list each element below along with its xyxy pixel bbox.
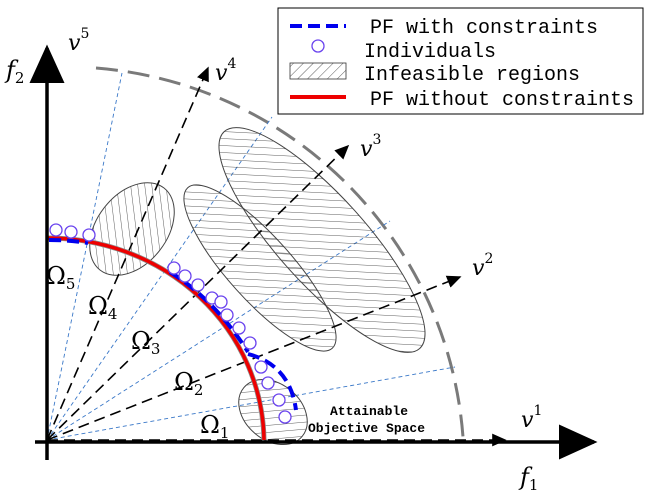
- individual-point: [243, 336, 257, 350]
- individual-point: [254, 360, 268, 374]
- legend: PF with constraints Individuals Infeasib…: [277, 7, 644, 115]
- individual-point: [278, 410, 292, 424]
- subregion-label-2: Ω2: [174, 368, 203, 399]
- individual-point: [82, 228, 96, 242]
- individuals: [49, 223, 292, 424]
- legend-label-infeasible: Infeasible regions: [364, 64, 580, 87]
- infeasible-region-3: [218, 127, 426, 353]
- vector-label-v4: v4: [215, 56, 236, 86]
- individual-point: [167, 261, 181, 275]
- subregion-label-1: Ω1: [200, 411, 229, 442]
- individual-point: [261, 376, 275, 390]
- pf-with-constraints-lower: [247, 352, 298, 411]
- individual-point: [272, 393, 286, 407]
- individual-point: [220, 308, 234, 322]
- subregion-label-4: Ω4: [88, 292, 117, 323]
- x-axis-label: f1: [518, 463, 538, 494]
- subregion-label-5: Ω5: [46, 262, 75, 293]
- individual-point: [178, 269, 192, 283]
- pf-without-constraints: [46, 236, 266, 441]
- vector-label-v3: v3: [360, 132, 381, 162]
- vector-v2-arrow: [46, 275, 462, 441]
- individual-point: [191, 278, 205, 292]
- legend-individual-icon: [311, 39, 325, 53]
- attainable-space-label-line1: Attainable: [330, 404, 408, 419]
- pf-with-constraints-upper: [48, 238, 89, 245]
- vector-label-v5: v5: [68, 26, 89, 56]
- legend-label-individuals: Individuals: [364, 41, 496, 64]
- legend-label-pf-unconstrained: PF without constraints: [370, 89, 634, 112]
- outer-boundary-arc: [95, 66, 465, 438]
- subregion-label-3: Ω3: [131, 327, 160, 358]
- individual-point: [49, 223, 63, 237]
- individual-point: [64, 225, 78, 239]
- vector-label-v1: v1: [521, 403, 542, 433]
- individual-point: [214, 295, 228, 309]
- legend-infeasible-icon: [289, 62, 347, 80]
- attainable-space-label-line2: Objective Space: [308, 421, 425, 436]
- y-axis-label: f2: [4, 56, 24, 87]
- legend-label-pf-constrained: PF with constraints: [370, 17, 598, 40]
- individual-point: [232, 321, 246, 335]
- infeasible-region-1: [89, 182, 175, 276]
- vector-label-v2: v2: [472, 251, 493, 281]
